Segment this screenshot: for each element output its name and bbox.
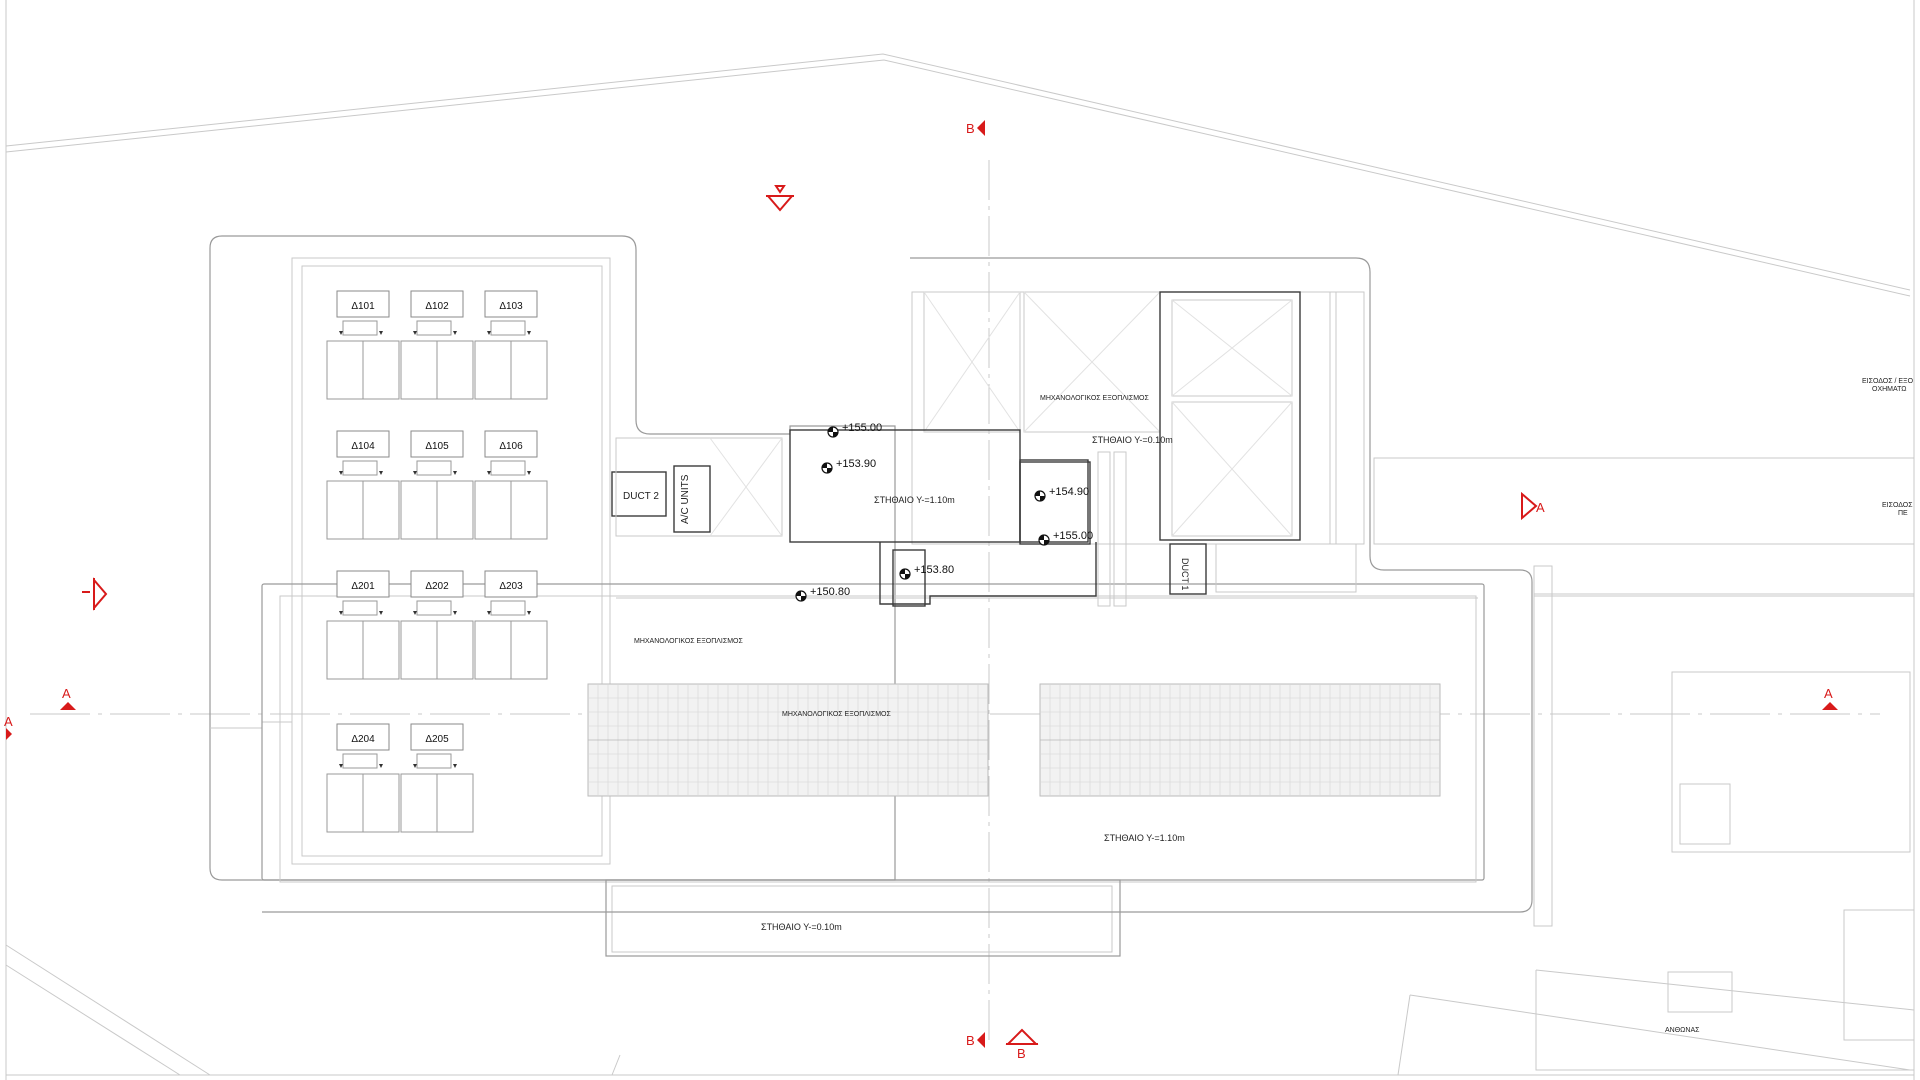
- room-2: Δ102: [410, 290, 464, 318]
- elevation-mark: +150.80: [795, 586, 850, 602]
- desk-set: [474, 320, 548, 400]
- section-mark-a-ramp: A: [1521, 491, 1545, 521]
- mech-equipment-label-2: ΜΗΧΑΝΟΛΟΓΙΚΟΣ ΕΞΟΠΛΙΣΜΟΣ: [634, 638, 743, 645]
- svg-text:+153.80: +153.80: [914, 564, 954, 576]
- room-1: Δ101: [336, 290, 390, 318]
- svg-text:+155.00: +155.00: [842, 422, 882, 434]
- site-boundary: [5, 53, 1911, 1076]
- room-label: Δ101: [351, 301, 375, 312]
- svg-text:+155.00: +155.00: [1053, 530, 1093, 542]
- room-6: Δ106: [484, 430, 538, 458]
- room-label: Δ104: [351, 441, 375, 452]
- elevation-mark: +155.00: [1038, 530, 1093, 546]
- east-building: [262, 257, 1533, 913]
- svg-text:B: B: [966, 121, 975, 136]
- room-label: Δ202: [425, 581, 449, 592]
- parapet-label-4: ΣΤΗΘΑΙΟ Υ-=0.10m: [761, 922, 842, 932]
- room-label: Δ203: [499, 581, 523, 592]
- room-label: Δ105: [425, 441, 449, 452]
- room-label: Δ201: [351, 581, 375, 592]
- ac-units-label: A/C UNITS: [680, 474, 691, 524]
- room-label: Δ205: [425, 734, 449, 745]
- elevation-marks: +155.00 +153.90 +154.90 +155.00 +153.80 +150.…: [795, 422, 1093, 602]
- room-8: Δ202: [410, 570, 464, 598]
- room-furniture: [326, 320, 548, 833]
- room-label: Δ102: [425, 301, 449, 312]
- duct-1-label: DUCT 1: [1180, 558, 1190, 590]
- section-mark-b-triangle: B: [1005, 1028, 1039, 1061]
- svg-text:+154.90: +154.90: [1049, 486, 1089, 498]
- parapet-label-1: ΣΤΗΘΑΙΟ Υ-=1.10m: [874, 495, 955, 505]
- section-mark-left-side: [82, 577, 108, 611]
- room-9: Δ203: [484, 570, 538, 598]
- section-mark-b-bottom: B: [966, 1032, 985, 1048]
- svg-text:+150.80: +150.80: [810, 586, 850, 598]
- desk-set: [474, 600, 548, 680]
- plan-labels: DUCT 2 DUCT 1 A/C UNITS ΜΗΧΑΝΟΛΟΓΙΚΟΣ ΕΞ…: [623, 378, 1914, 1034]
- desk-set: [326, 460, 400, 540]
- elevation-mark: +153.80: [899, 564, 954, 580]
- room-7: Δ201: [336, 570, 390, 598]
- mech-equipment-label-1: ΜΗΧΑΝΟΛΟΓΙΚΟΣ ΕΞΟΠΛΙΣΜΟΣ: [1040, 395, 1149, 402]
- room-5: Δ105: [410, 430, 464, 458]
- desk-set: [474, 460, 548, 540]
- room-label: Δ106: [499, 441, 523, 452]
- elevation-mark: +153.90: [821, 458, 876, 474]
- svg-text:A: A: [1824, 686, 1833, 701]
- section-mark-a-edge: A: [4, 714, 13, 740]
- solar-panel-arrays: [587, 683, 1441, 797]
- section-mark-b-top: B: [966, 120, 985, 136]
- desk-set: [400, 600, 474, 680]
- entrance-right-label-2: ΠΕ: [1898, 510, 1908, 517]
- section-mark-a-left: A: [60, 686, 76, 710]
- mech-equipment-label-3: ΜΗΧΑΝΟΛΟΓΙΚΟΣ ΕΞΟΠΛΙΣΜΟΣ: [782, 711, 891, 718]
- svg-text:+153.90: +153.90: [836, 458, 876, 470]
- desk-set: [400, 460, 474, 540]
- service-shafts: [611, 437, 783, 537]
- parapet-label-2: ΣΤΗΘΑΙΟ Υ-=0.10m: [1092, 435, 1173, 445]
- desk-set: [326, 753, 400, 833]
- elevation-mark: +154.90: [1034, 486, 1089, 502]
- room-3: Δ103: [484, 290, 538, 318]
- desk-set: [400, 320, 474, 400]
- entrance-right-label-1: ΕΙΣΟΔΟΣ: [1882, 502, 1913, 509]
- svg-text:A: A: [1536, 500, 1545, 515]
- vehicle-entrance-label-1: ΕΙΣΟΔΟΣ / ΕΞΟ: [1862, 378, 1914, 385]
- room-4: Δ104: [336, 430, 390, 458]
- svg-text:A: A: [4, 714, 13, 729]
- parapet-label-3: ΣΤΗΘΑΙΟ Υ-=1.10m: [1104, 833, 1185, 843]
- room-11: Δ205: [410, 723, 464, 751]
- garden-label: ΑΝΘΩΝΑΣ: [1665, 1027, 1700, 1034]
- desk-set: [326, 600, 400, 680]
- central-core: [789, 429, 1207, 607]
- room-10: Δ204: [336, 723, 390, 751]
- svg-text:A: A: [62, 686, 71, 701]
- duct-2-label: DUCT 2: [623, 491, 659, 502]
- desk-set: [326, 320, 400, 400]
- vehicle-entrance-label-2: ΟΧΗΜΑΤΩ: [1872, 386, 1907, 393]
- section-marks: B B B A A A A: [4, 120, 1838, 1061]
- lower-slab: [261, 583, 1485, 957]
- elevation-mark: +155.00: [827, 422, 882, 438]
- desk-set: [400, 753, 474, 833]
- svg-text:B: B: [966, 1033, 975, 1048]
- east-ramp: [1215, 457, 1915, 1071]
- svg-text:B: B: [1017, 1046, 1026, 1061]
- room-label: Δ204: [351, 734, 375, 745]
- room-label: Δ103: [499, 301, 523, 312]
- section-mark-top-triangle: [765, 185, 795, 212]
- section-mark-a-right: A: [1822, 686, 1838, 710]
